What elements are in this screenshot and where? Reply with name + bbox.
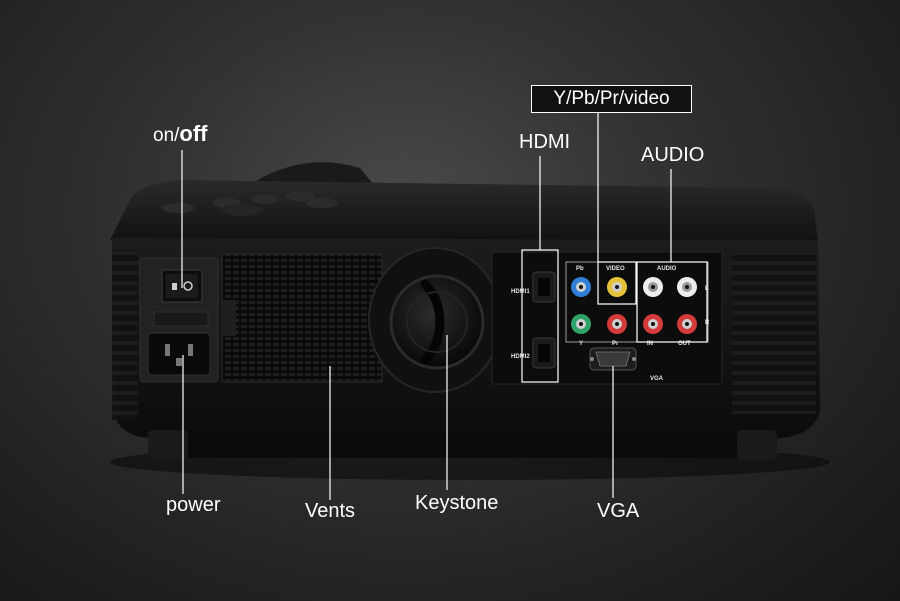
y-jack [571,314,591,334]
vga-port [589,347,637,371]
vent-latch [222,300,236,336]
pr-marking: Pr [612,341,619,347]
vga-marking: VGA [650,376,664,382]
pb-jack [571,277,591,297]
fuse-holder [153,311,209,327]
callout-keystone: Keystone [415,492,499,514]
hdmi2-port [532,337,556,369]
callout-audio: AUDIO [641,144,705,166]
hdmi1-marking: HDMI1 [511,289,530,295]
hdmi1-port [532,271,556,303]
callout-vents: Vents [305,500,356,522]
callout-on-prefix: on/ [153,125,180,146]
vent-grille [221,253,383,383]
projector-base [170,432,760,458]
in-marking: IN [647,341,653,347]
audio-in-red-jack [643,314,663,334]
audio-in-white-jack [643,277,663,297]
audio-marking: AUDIO [657,266,677,272]
callout-on-off: on/off [153,121,208,147]
right-side-ribs [732,252,816,414]
hdmi2-marking: HDMI2 [511,354,530,360]
right-foot [737,430,777,460]
pr-jack [607,314,627,334]
projector-top [110,180,818,240]
top-control-buttons [162,191,338,216]
power-inlet [147,332,211,376]
callout-vga: VGA [597,500,640,522]
left-foot [148,430,188,460]
switch-on-mark-icon [172,283,177,290]
video-jack [607,277,627,297]
audio-out-white-jack [677,277,697,297]
video-marking: VIDEO [606,266,625,272]
y-marking: Y [579,341,583,347]
out-marking: OUT [678,341,691,347]
left-side-ribs [112,250,138,420]
switch-off-mark-icon [183,281,193,291]
audio-out-red-jack [677,314,697,334]
callout-hdmi: HDMI [519,131,571,153]
callout-ypbpr-video: Y/Pb/Pr/video [531,85,692,113]
callout-lines [181,113,708,500]
callout-off: off [179,121,208,146]
callout-power: power [166,494,221,516]
pb-marking: Pb [576,266,584,272]
